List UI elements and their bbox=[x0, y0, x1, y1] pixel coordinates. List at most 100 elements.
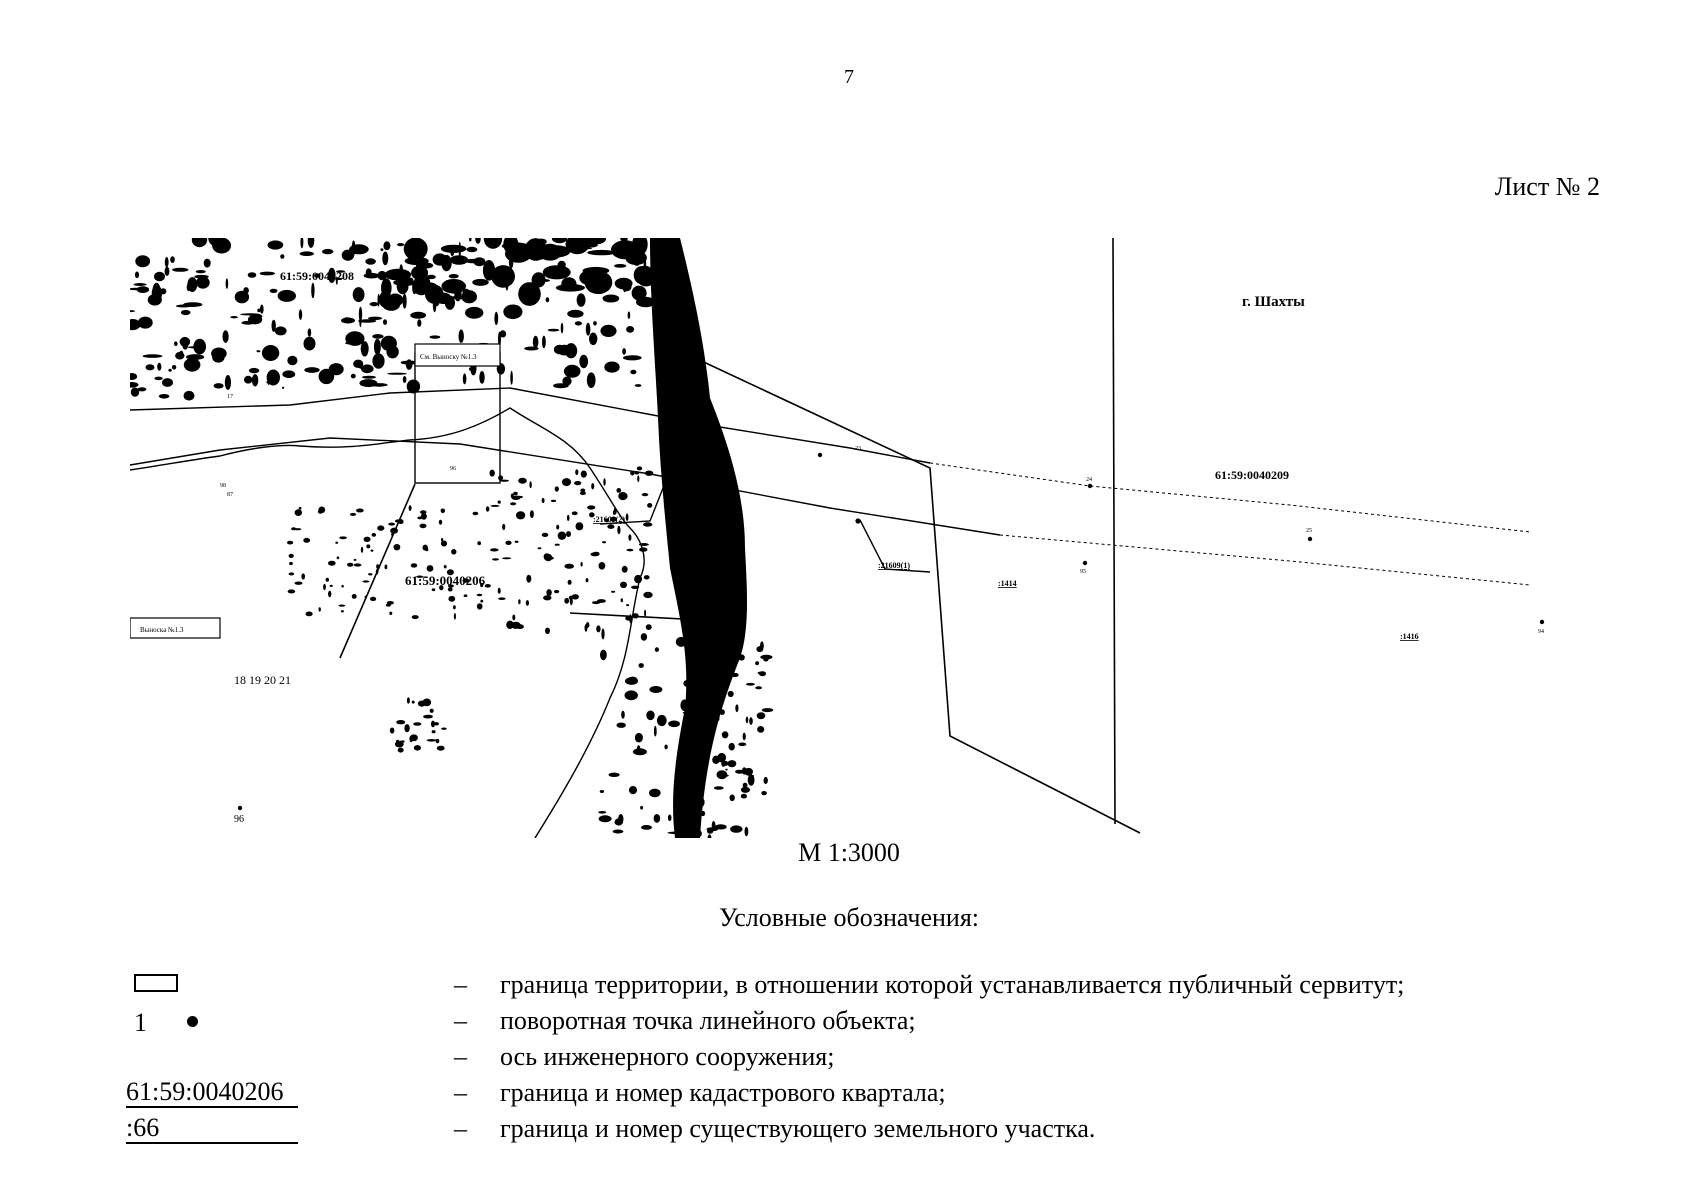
parcel-label-21609-2: :21609(2) bbox=[593, 515, 625, 524]
vegetation-blob bbox=[462, 578, 470, 583]
vegetation-blob bbox=[604, 361, 620, 373]
vegetation-blob bbox=[503, 304, 523, 320]
vegetation-blob bbox=[600, 649, 607, 661]
vegetation-blob bbox=[462, 373, 467, 385]
vegetation-blob bbox=[136, 286, 150, 293]
vegetation-blob bbox=[441, 538, 444, 542]
vegetation-blob bbox=[130, 373, 138, 380]
vegetation-blob bbox=[560, 322, 564, 334]
vegetation-blob bbox=[735, 704, 739, 713]
vegetation-blob bbox=[541, 497, 545, 504]
vegetation-blob bbox=[615, 242, 621, 250]
vegetation-blob bbox=[636, 745, 641, 753]
vegetation-blob bbox=[299, 251, 314, 256]
vegetation-blob bbox=[574, 481, 582, 486]
vegetation-blob bbox=[450, 256, 454, 262]
vegetation-blob bbox=[465, 306, 484, 319]
vegetation-blob bbox=[757, 671, 766, 675]
vegetation-blob bbox=[713, 786, 724, 790]
vegetation-blob bbox=[260, 304, 264, 314]
vegetation-blob bbox=[745, 682, 755, 686]
vegetation-blob bbox=[130, 387, 140, 397]
vegetation-blob bbox=[755, 661, 760, 666]
vegetation-patches bbox=[130, 238, 774, 838]
vegetation-blob bbox=[499, 330, 507, 338]
vegetation-blob bbox=[565, 282, 571, 292]
point-label-24: 24 bbox=[1086, 477, 1092, 483]
vegetation-blob bbox=[729, 794, 735, 802]
engineering-axes-dashed bbox=[929, 462, 1531, 586]
vegetation-blob bbox=[643, 591, 653, 599]
vegetation-blob bbox=[596, 625, 601, 633]
vegetation-blob bbox=[404, 724, 410, 733]
point-number-sample: 1 bbox=[134, 1008, 147, 1037]
parcel-boundaries bbox=[130, 407, 931, 838]
vegetation-blob bbox=[425, 284, 444, 304]
quarter-number-sample: 61:59:0040206 bbox=[126, 1078, 298, 1108]
vegetation-blob bbox=[643, 575, 650, 580]
vegetation-blob bbox=[382, 251, 389, 266]
vegetation-blob bbox=[130, 287, 144, 291]
vegetation-blob bbox=[408, 247, 414, 256]
vegetation-blob bbox=[462, 288, 470, 297]
vegetation-blob bbox=[620, 581, 627, 588]
turning-points bbox=[237, 452, 1545, 811]
vegetation-blob bbox=[287, 540, 294, 545]
vegetation-blob bbox=[540, 245, 571, 258]
vegetation-blob bbox=[598, 815, 612, 823]
vegetation-blob bbox=[314, 273, 321, 278]
vegetation-blob bbox=[373, 338, 381, 355]
vegetation-blob bbox=[567, 309, 584, 318]
vegetation-blob bbox=[579, 271, 596, 285]
vegetation-blob bbox=[388, 522, 395, 526]
vegetation-blob bbox=[222, 330, 229, 343]
vegetation-blob bbox=[626, 604, 629, 607]
vegetation-blob bbox=[386, 345, 399, 359]
vegetation-blob bbox=[410, 311, 427, 319]
vegetation-blob bbox=[638, 265, 651, 273]
vegetation-blob bbox=[194, 274, 209, 279]
vegetation-blob bbox=[447, 587, 453, 592]
vegetation-blob bbox=[248, 367, 260, 374]
vegetation-blob bbox=[524, 346, 539, 351]
vegetation-blob bbox=[611, 590, 616, 593]
vegetation-blob bbox=[637, 475, 640, 482]
quarter-boundaries bbox=[339, 238, 1141, 838]
vegetation-blob bbox=[712, 755, 720, 764]
vegetation-blob bbox=[183, 390, 195, 401]
vegetation-blob bbox=[318, 607, 321, 612]
vegetation-blob bbox=[472, 278, 489, 286]
vegetation-blob bbox=[349, 512, 357, 516]
vegetation-blob bbox=[396, 720, 406, 725]
point-label-96: 96 bbox=[450, 466, 456, 472]
vegetation-blob bbox=[645, 624, 652, 630]
vegetation-blob bbox=[179, 336, 191, 347]
vegetation-blob bbox=[429, 708, 434, 713]
vegetation-blob bbox=[632, 748, 647, 756]
vegetation-blob bbox=[644, 609, 647, 617]
callout-label-box bbox=[414, 343, 501, 367]
vegetation-blob bbox=[574, 321, 582, 326]
vegetation-blob bbox=[343, 317, 350, 322]
vegetation-blob bbox=[370, 596, 377, 602]
vegetation-blob bbox=[476, 593, 483, 597]
vegetation-blob bbox=[541, 532, 549, 537]
vegetation-blob bbox=[438, 519, 443, 525]
vegetation-blob bbox=[383, 319, 387, 325]
callout-label: Выноска №1.3 bbox=[140, 626, 184, 634]
legend-row-quarter: 61:59:0040206 – граница и номер кадастро… bbox=[0, 1076, 1698, 1112]
vegetation-blob bbox=[377, 525, 385, 531]
vegetation-blob bbox=[498, 331, 501, 347]
vegetation-blob bbox=[353, 563, 362, 567]
vegetation-blob bbox=[649, 788, 661, 798]
vegetation-blob bbox=[154, 376, 163, 381]
vegetation-blob bbox=[735, 769, 745, 774]
vegetation-blob bbox=[323, 583, 326, 591]
vegetation-blob bbox=[352, 287, 365, 303]
vegetation-blob bbox=[631, 285, 647, 301]
vegetation-blob bbox=[525, 600, 529, 606]
legend-symbol-point: 1 bbox=[126, 1004, 316, 1040]
vegetation-blob bbox=[244, 375, 253, 384]
vegetation-blob bbox=[366, 544, 371, 549]
vegetation-blob bbox=[497, 500, 501, 504]
